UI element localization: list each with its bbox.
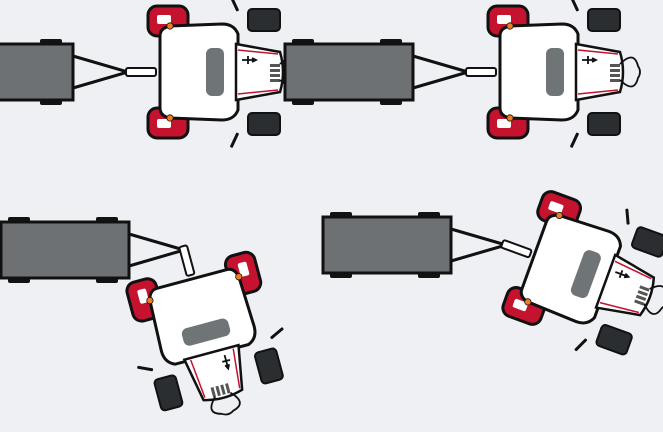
panel-1 (0, 0, 302, 150)
panel-2 (283, 0, 642, 150)
trailer (283, 37, 470, 107)
trailer (321, 210, 508, 280)
tractor (124, 0, 302, 150)
tractor (107, 224, 304, 432)
tractor (464, 0, 642, 150)
trailer (0, 37, 130, 107)
tractor (474, 170, 663, 377)
trailer (0, 215, 186, 285)
panel-3 (0, 215, 304, 432)
panel-4 (321, 170, 663, 377)
